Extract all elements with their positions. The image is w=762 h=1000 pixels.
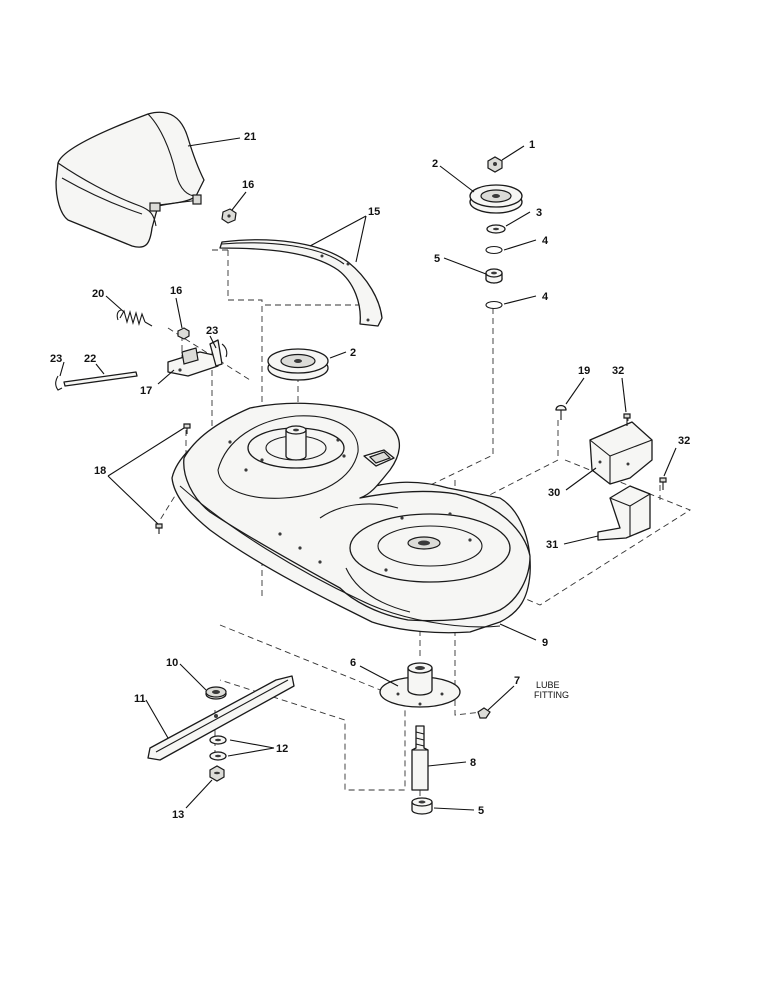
callout-16-upper: 16: [242, 179, 254, 191]
callout-20: 20: [92, 288, 104, 300]
nut-16-lower: [177, 327, 190, 340]
bearing-5-upper: [485, 268, 503, 284]
callout-7: 7: [514, 675, 520, 687]
callout-19: 19: [578, 365, 590, 377]
callout-9: 9: [542, 637, 548, 649]
hairpin-23-right: [221, 343, 228, 358]
spindle-housing-6: [379, 662, 461, 708]
callout-23-right: 23: [206, 325, 218, 337]
bearing-10: [205, 686, 227, 700]
mower-deck-housing: [171, 402, 531, 634]
hairpin-23-left: [55, 375, 63, 391]
bearing-5-lower: [411, 797, 433, 815]
right-pulley-stack: [469, 156, 523, 310]
bolt-19: [555, 404, 567, 420]
callout-5-upper: 5: [434, 253, 440, 265]
callout-17: 17: [140, 385, 152, 397]
callout-32-lower: 32: [678, 435, 690, 447]
callout-23-left: 23: [50, 353, 62, 365]
right-pulley: [469, 184, 523, 214]
lube-fitting-7: [477, 707, 491, 719]
bolts-18: [155, 423, 191, 534]
callout-13: 13: [172, 809, 184, 821]
callout-5-lower: 5: [478, 805, 484, 817]
callout-22: 22: [84, 353, 96, 365]
callout-11: 11: [134, 693, 146, 705]
spindle-shaft-8: [411, 725, 429, 791]
blade-assembly: [147, 675, 295, 782]
pulley-nut: [487, 156, 503, 173]
callout-1: 1: [529, 139, 535, 151]
snap-ring-lower: [485, 300, 503, 310]
bracket-17: [167, 339, 223, 377]
bracket-30: [589, 421, 653, 485]
lube-fitting-note-line1: LUBE: [536, 680, 560, 690]
discharge-chute: [55, 111, 205, 248]
idler-bracket-assembly: [55, 309, 228, 391]
pin-22: [63, 371, 138, 387]
callout-15: 15: [368, 206, 380, 218]
belt-guide: [219, 239, 383, 327]
spring-20: [116, 309, 153, 327]
nut-upper: [221, 208, 237, 224]
lube-fitting-note-line2: FITTING: [534, 690, 569, 700]
callout-labels: 21 16 15 1 2 3 4 5 4 20 16 23 2 23 22 17…: [50, 131, 690, 821]
callout-30: 30: [548, 487, 560, 499]
left-pulley: [267, 348, 329, 381]
callout-21: 21: [244, 131, 256, 143]
callout-4-lower: 4: [542, 291, 549, 303]
callout-3: 3: [536, 207, 542, 219]
callout-2-right: 2: [432, 158, 438, 170]
leader-lines: [59, 137, 677, 811]
screws-32: [623, 413, 667, 490]
callout-16-lower: 16: [170, 285, 182, 297]
bracket-31: [597, 485, 651, 541]
callout-12: 12: [276, 743, 288, 755]
callout-32-upper: 32: [612, 365, 624, 377]
washers-12: [209, 735, 227, 761]
callout-18: 18: [94, 465, 106, 477]
callout-31: 31: [546, 539, 558, 551]
callout-4-upper: 4: [542, 235, 549, 247]
callout-2-left: 2: [350, 347, 356, 359]
washer-3: [486, 224, 506, 234]
callout-10: 10: [166, 657, 178, 669]
callout-8: 8: [470, 757, 476, 769]
callout-6: 6: [350, 657, 356, 669]
nut-13: [209, 765, 225, 782]
blade-11: [147, 675, 295, 761]
snap-ring-upper: [485, 245, 503, 255]
